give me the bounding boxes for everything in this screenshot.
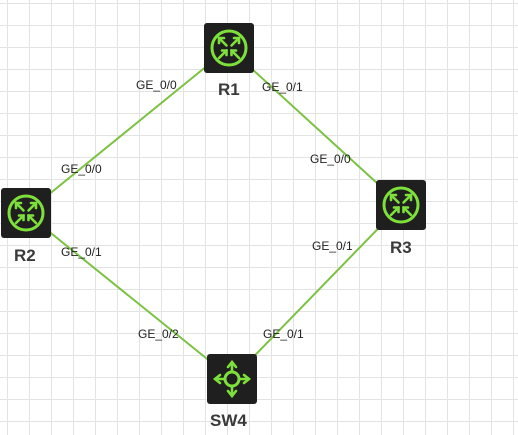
node-r3[interactable] [376,180,426,230]
node-label-sw4: SW4 [210,411,247,430]
port-label-sw4-ge02: GE_0/2 [138,327,179,341]
node-r1[interactable] [204,23,254,73]
router-icon [382,186,420,224]
port-label-r3-ge00: GE_0/0 [310,152,351,166]
port-label-r1-ge01: GE_0/1 [262,80,303,94]
port-labels: GE_0/0 GE_0/0 GE_0/1 GE_0/0 GE_0/1 GE_0/… [61,78,353,341]
router-icon [210,29,248,67]
switch-icon [212,359,252,399]
links [25,47,402,380]
port-label-r1-ge00: GE_0/0 [136,78,177,92]
link-r1-r3[interactable] [228,47,402,206]
port-label-r2-ge01: GE_0/1 [61,245,102,259]
node-sw4[interactable] [207,354,257,404]
router-icon [7,194,45,232]
port-label-sw4-ge01: GE_0/1 [263,327,304,341]
node-r2[interactable] [1,188,51,238]
link-r1-r2[interactable] [25,47,230,214]
link-r2-sw4[interactable] [25,212,233,380]
node-label-r3: R3 [390,238,412,257]
port-label-r2-ge00: GE_0/0 [61,162,102,176]
node-label-r1: R1 [218,80,240,99]
link-r3-sw4[interactable] [231,204,402,380]
node-label-r2: R2 [14,246,36,265]
port-label-r3-ge01: GE_0/1 [312,239,353,253]
